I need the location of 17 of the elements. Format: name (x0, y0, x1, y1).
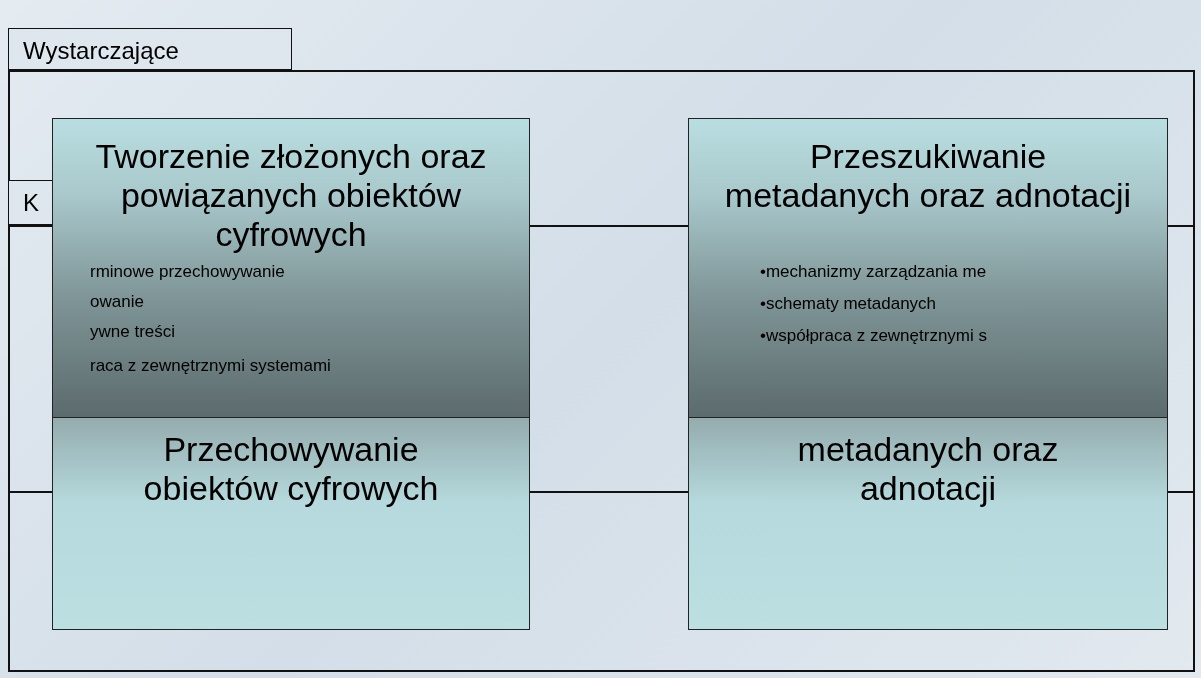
box-title: metadanych oraz adnotacji (796, 430, 1060, 509)
process-box (688, 418, 1168, 630)
process-box (688, 118, 1168, 418)
bullet-text: owanie (90, 292, 144, 312)
bullet-text: •współpraca z zewnętrznymi s (760, 326, 988, 346)
bullet-text: ywne treści (90, 322, 176, 342)
process-box (52, 118, 530, 418)
tab-label: K (8, 180, 54, 225)
bullet-text: raca z zewnętrznymi systemami (90, 356, 331, 376)
bullet-text: rminowe przechowywanie (90, 262, 285, 282)
bullet-text: •schematy metadanych (760, 294, 937, 314)
box-title: Tworzenie złożonych oraz powiązanych obiektów cyfrowych (94, 137, 488, 255)
process-box (52, 418, 530, 630)
box-title: Przechowywanie obiektów cyfrowych (142, 430, 440, 509)
tab-label: Wystarczające (8, 28, 292, 70)
bullet-text: •mechanizmy zarządzania me (760, 262, 987, 282)
box-title: Przeszukiwanie metadanych oraz adnotacji (723, 137, 1133, 216)
